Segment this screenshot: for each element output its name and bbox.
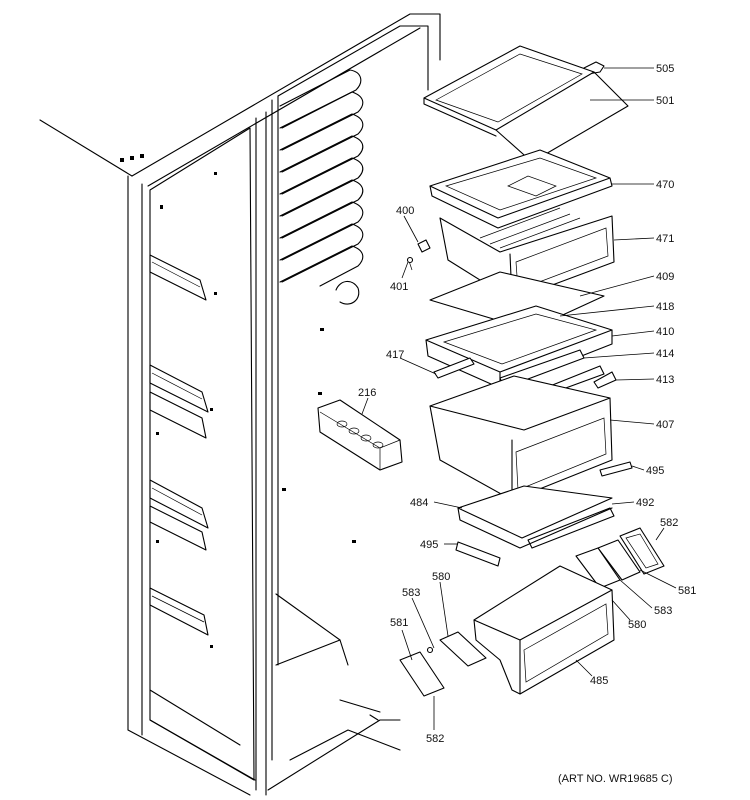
callout-484: 484 [410, 497, 428, 509]
part-501-glass-shelf [423, 45, 629, 163]
part-407-drawer [429, 375, 613, 501]
door-shelf-1 [149, 254, 207, 301]
callout-labels: 505 501 470 471 409 418 410 414 413 407 … [358, 63, 696, 745]
part-485-drawer [473, 565, 615, 695]
part-495-rail-upper [599, 461, 633, 477]
art-number: (ART NO. WR19685 C) [558, 773, 673, 785]
callout-470: 470 [656, 179, 674, 191]
refrigerator-cabinet [39, 13, 441, 796]
callout-413: 413 [656, 374, 674, 386]
part-495-rail-lower [455, 541, 501, 567]
door-shelf-2 [149, 364, 209, 439]
callout-492: 492 [636, 497, 654, 509]
exploded-parts: 505 501 470 471 409 418 410 414 413 407 … [358, 45, 696, 785]
callout-407: 407 [656, 419, 674, 431]
callout-582-left: 582 [426, 733, 444, 745]
part-216-bin [317, 399, 403, 471]
callout-485: 485 [590, 675, 608, 687]
part-580-581-left [399, 631, 487, 697]
callout-471: 471 [656, 233, 674, 245]
part-492-trim [527, 507, 615, 549]
callout-501: 501 [656, 95, 674, 107]
part-470-pan-frame [429, 149, 613, 229]
callout-216: 216 [358, 387, 376, 399]
callout-410: 410 [656, 326, 674, 338]
callout-582-right: 582 [660, 517, 678, 529]
callout-495-lower: 495 [420, 539, 438, 551]
door-shelf-4 [149, 587, 209, 636]
liner-holes [120, 154, 356, 648]
callout-495-upper: 495 [646, 465, 664, 477]
callout-581-left: 581 [390, 617, 408, 629]
part-400-401-hardware [406, 239, 431, 271]
door-shelf-3 [149, 479, 209, 551]
part-484-cover [457, 485, 613, 549]
callout-583-left: 583 [402, 587, 420, 599]
callout-401: 401 [390, 281, 408, 293]
callout-583-right: 583 [654, 605, 672, 617]
callout-505: 505 [656, 63, 674, 75]
callout-414: 414 [656, 348, 674, 360]
callout-581-right: 581 [678, 585, 696, 597]
shelf-ladder-ribs [279, 69, 364, 305]
callout-417: 417 [386, 349, 404, 361]
callout-418: 418 [656, 301, 674, 313]
callout-580-left: 580 [432, 571, 450, 583]
callout-leader-lines [361, 67, 677, 730]
callout-580-right: 580 [628, 619, 646, 631]
callout-409: 409 [656, 271, 674, 283]
callout-400: 400 [396, 205, 414, 217]
